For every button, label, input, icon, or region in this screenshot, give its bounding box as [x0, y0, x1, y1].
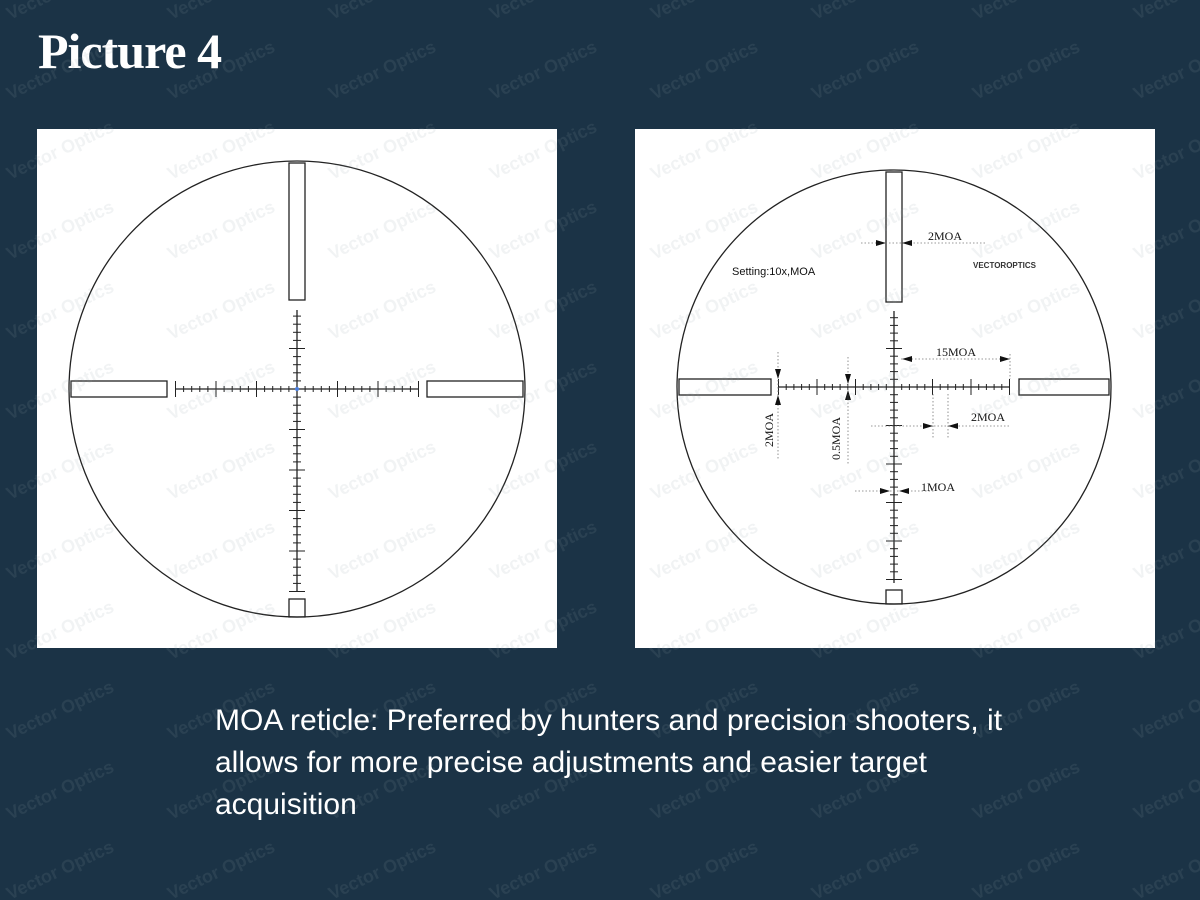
- reticle-bottom-post: [288, 598, 306, 618]
- minor-spacing-label: 1MOA: [921, 480, 955, 494]
- watermark-text: Vector Optics: [3, 0, 117, 24]
- watermark-text: Vector Optics: [808, 36, 922, 103]
- watermark-text: Vector Optics: [3, 756, 117, 823]
- dimension-arrow-icon: [923, 423, 933, 429]
- dimension-arrow-icon: [775, 369, 781, 379]
- annotated-reticle-svg: Setting:10x,MOA VECTOROPTICS 2MOA 15MOA …: [676, 169, 1112, 605]
- watermark-text: Vector Optics: [969, 836, 1083, 900]
- watermark-text: Vector Optics: [3, 836, 117, 900]
- watermark-text: Vector Optics: [1130, 676, 1200, 743]
- watermark-text: Vector Optics: [3, 676, 117, 743]
- reticle-top-post: [288, 162, 306, 301]
- reticle-right-post: [426, 380, 524, 398]
- post-width-label: 2MOA: [928, 229, 962, 243]
- dimension-arrow-icon: [899, 488, 909, 494]
- center-dot: [295, 387, 299, 391]
- watermark-text: Vector Optics: [647, 0, 761, 24]
- caption-text: MOA reticle: Preferred by hunters and pr…: [215, 704, 1003, 821]
- dimension-arrow-icon: [902, 356, 912, 362]
- dimension-arrow-icon: [1000, 356, 1010, 362]
- watermark-text: Vector Optics: [1130, 0, 1200, 24]
- setting-label: Setting:10x,MOA: [732, 266, 816, 278]
- dimension-arrow-icon: [845, 374, 851, 384]
- line-width-label: 0.5MOA: [829, 417, 843, 460]
- watermark-text: Vector Optics: [647, 36, 761, 103]
- reticle-right-post: [1018, 378, 1110, 396]
- watermark-text: Vector Optics: [969, 0, 1083, 24]
- watermark-text: Vector Optics: [969, 36, 1083, 103]
- watermark-text: Vector Optics: [1130, 36, 1200, 103]
- watermark-text: Vector Optics: [1130, 836, 1200, 900]
- watermark-text: Vector Optics: [325, 0, 439, 24]
- watermark-text: Vector Optics: [1130, 756, 1200, 823]
- watermark-text: Vector Optics: [164, 0, 278, 24]
- slide-title: Picture 4: [38, 23, 222, 79]
- span-label: 15MOA: [936, 345, 976, 359]
- watermark-text: Vector Optics: [486, 836, 600, 900]
- watermark-text: Vector Optics: [325, 36, 439, 103]
- watermark-text: Vector Optics: [325, 836, 439, 900]
- dimension-arrow-icon: [880, 488, 890, 494]
- annotated-moa-reticle-diagram: Setting:10x,MOA VECTOROPTICS 2MOA 15MOA …: [635, 129, 1155, 648]
- dimension-arrow-icon: [948, 423, 958, 429]
- reticle-top-post: [885, 171, 903, 303]
- major-spacing-label: 2MOA: [971, 410, 1005, 424]
- dimension-arrow-icon: [876, 240, 886, 246]
- reticle-left-post: [678, 378, 772, 396]
- reticle-left-post: [70, 380, 168, 398]
- watermark-text: Vector Optics: [486, 0, 600, 24]
- reticle-bottom-post: [885, 589, 903, 605]
- watermark-text: Vector Optics: [164, 836, 278, 900]
- dimension-arrow-icon: [845, 390, 851, 400]
- post-gap-label: 2MOA: [762, 413, 776, 447]
- watermark-text: Vector Optics: [486, 36, 600, 103]
- watermark-text: Vector Optics: [808, 836, 922, 900]
- plain-reticle-svg: [68, 160, 526, 618]
- watermark-text: Vector Optics: [647, 836, 761, 900]
- plain-reticle-diagram: [37, 129, 557, 648]
- dimension-arrow-icon: [902, 240, 912, 246]
- dimension-arrow-icon: [775, 395, 781, 405]
- watermark-text: Vector Optics: [808, 0, 922, 24]
- brand-logo: VECTOROPTICS: [973, 261, 1037, 270]
